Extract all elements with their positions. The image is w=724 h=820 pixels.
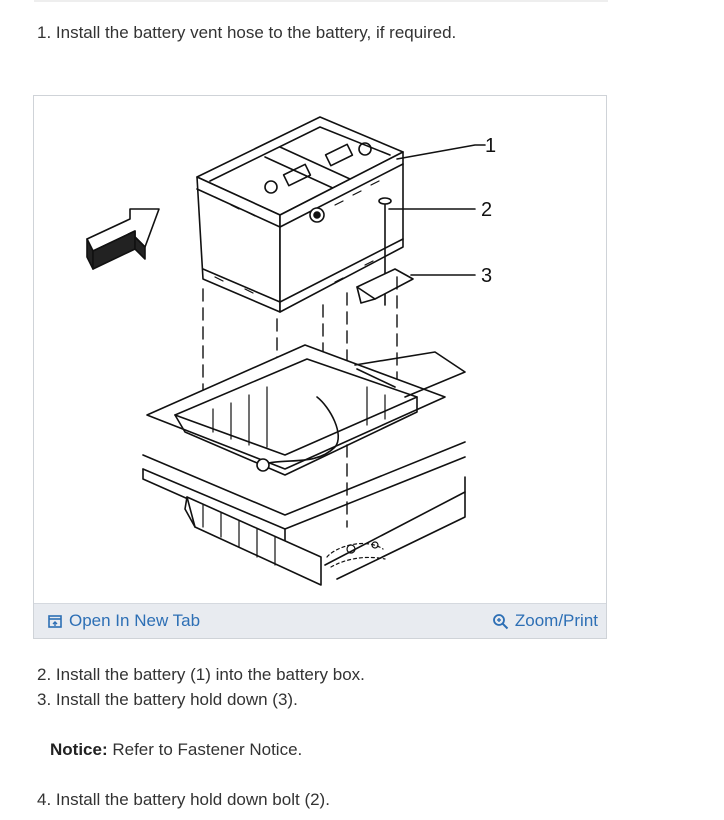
- zoom-print-link[interactable]: Zoom/Print: [492, 610, 598, 632]
- callout-1: 1: [485, 135, 496, 157]
- notice-label: Notice:: [50, 740, 108, 759]
- battery-installation-figure: 1 2 3 Open In New Tab Zoom/Print: [33, 95, 607, 639]
- open-in-new-tab-link[interactable]: Open In New Tab: [48, 610, 200, 632]
- top-divider: [34, 0, 608, 2]
- step-4-text: 4. Install the battery hold down bolt (2…: [37, 790, 330, 809]
- callout-3: 3: [481, 265, 492, 287]
- zoom-print-label: Zoom/Print: [514, 611, 598, 630]
- direction-arrow-icon: [86, 208, 160, 270]
- figure-toolbar: Open In New Tab Zoom/Print: [34, 603, 606, 638]
- open-in-new-tab-label: Open In New Tab: [69, 611, 201, 630]
- zoom-magnifier-icon: [492, 613, 509, 629]
- step-2-text: 2. Install the battery (1) into the batt…: [37, 665, 365, 684]
- step-3-text: 3. Install the battery hold down (3).: [37, 690, 298, 709]
- step-1-text: 1. Install the battery vent hose to the …: [37, 23, 457, 42]
- fastener-notice: Notice: Refer to Fastener Notice.: [50, 738, 302, 762]
- battery-diagram-illustration: 1 2 3: [86, 116, 496, 586]
- callout-2: 2: [481, 199, 492, 221]
- notice-text: Refer to Fastener Notice.: [107, 740, 303, 759]
- open-new-tab-icon: [48, 614, 62, 628]
